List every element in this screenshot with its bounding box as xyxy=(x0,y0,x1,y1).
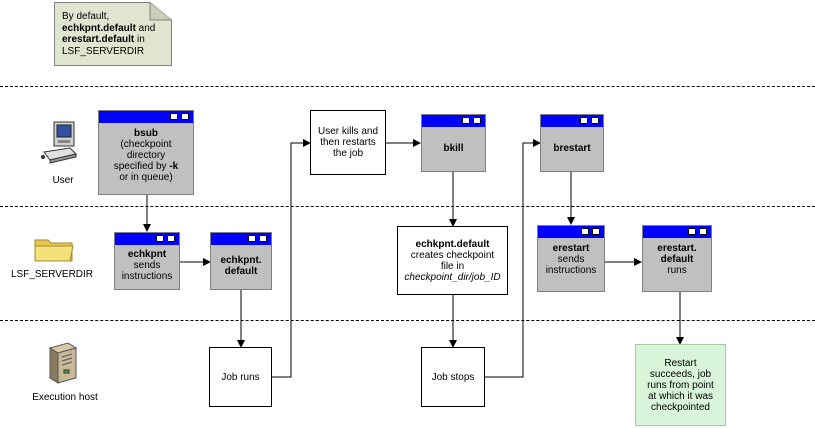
echkpnt-default-window: echkpnt. default xyxy=(210,232,272,290)
window-buttons-icon xyxy=(591,117,599,124)
restart-succeeds-box: Restart succeeds, job runs from point at… xyxy=(635,344,726,426)
echkpnt-window: echkpnt sends instructions xyxy=(114,232,180,290)
window-titlebar xyxy=(115,233,179,245)
window-titlebar xyxy=(422,115,485,127)
lane-separator-top xyxy=(0,86,815,87)
window-buttons-icon xyxy=(259,235,267,242)
window-buttons-icon xyxy=(181,113,189,120)
window-titlebar xyxy=(643,226,711,238)
window-buttons-icon xyxy=(699,228,707,235)
bsub-command: bsub xyxy=(134,128,158,139)
window-buttons-icon xyxy=(170,113,178,120)
arrow-jobruns-to-userkills xyxy=(272,139,311,378)
default-location-note: By default, echkpnt.default and erestart… xyxy=(62,11,156,57)
lane-separator-bottom xyxy=(0,320,815,321)
window-buttons-icon xyxy=(248,235,256,242)
window-buttons-icon xyxy=(473,117,481,124)
bsub-window: bsub (checkpoint directory specified by … xyxy=(98,110,194,195)
erestart-window: erestart sends instructions xyxy=(537,225,605,292)
bkill-window: bkill xyxy=(421,114,486,172)
window-titlebar xyxy=(211,233,271,245)
arrow-jobstops-to-brestart xyxy=(485,139,541,378)
lane-label-execution-host: Execution host xyxy=(32,392,98,403)
window-buttons-icon xyxy=(580,117,588,124)
lane-separator-middle xyxy=(0,206,815,207)
brestart-window: brestart xyxy=(540,114,604,172)
creates-checkpoint-box: echkpnt.default creates checkpoint file … xyxy=(397,226,508,295)
user-kills-box: User kills and then restarts the job xyxy=(310,110,386,175)
server-tower-icon xyxy=(48,342,78,384)
window-buttons-icon xyxy=(156,235,164,242)
window-buttons-icon xyxy=(167,235,175,242)
lane-label-user: User xyxy=(52,175,74,186)
window-buttons-icon xyxy=(592,228,600,235)
computer-user-icon xyxy=(41,121,77,164)
window-buttons-icon xyxy=(581,228,589,235)
window-titlebar xyxy=(538,226,604,238)
job-stops-box: Job stops xyxy=(421,347,485,407)
window-buttons-icon xyxy=(462,117,470,124)
job-runs-box: Job runs xyxy=(209,347,272,407)
folder-icon xyxy=(34,239,74,262)
window-titlebar xyxy=(541,115,603,127)
note-page-icon xyxy=(54,2,172,66)
window-buttons-icon xyxy=(688,228,696,235)
window-titlebar xyxy=(99,111,193,123)
erestart-default-window: erestart. default runs xyxy=(642,225,712,292)
lane-label-serverdir: LSF_SERVERDIR xyxy=(10,269,94,280)
